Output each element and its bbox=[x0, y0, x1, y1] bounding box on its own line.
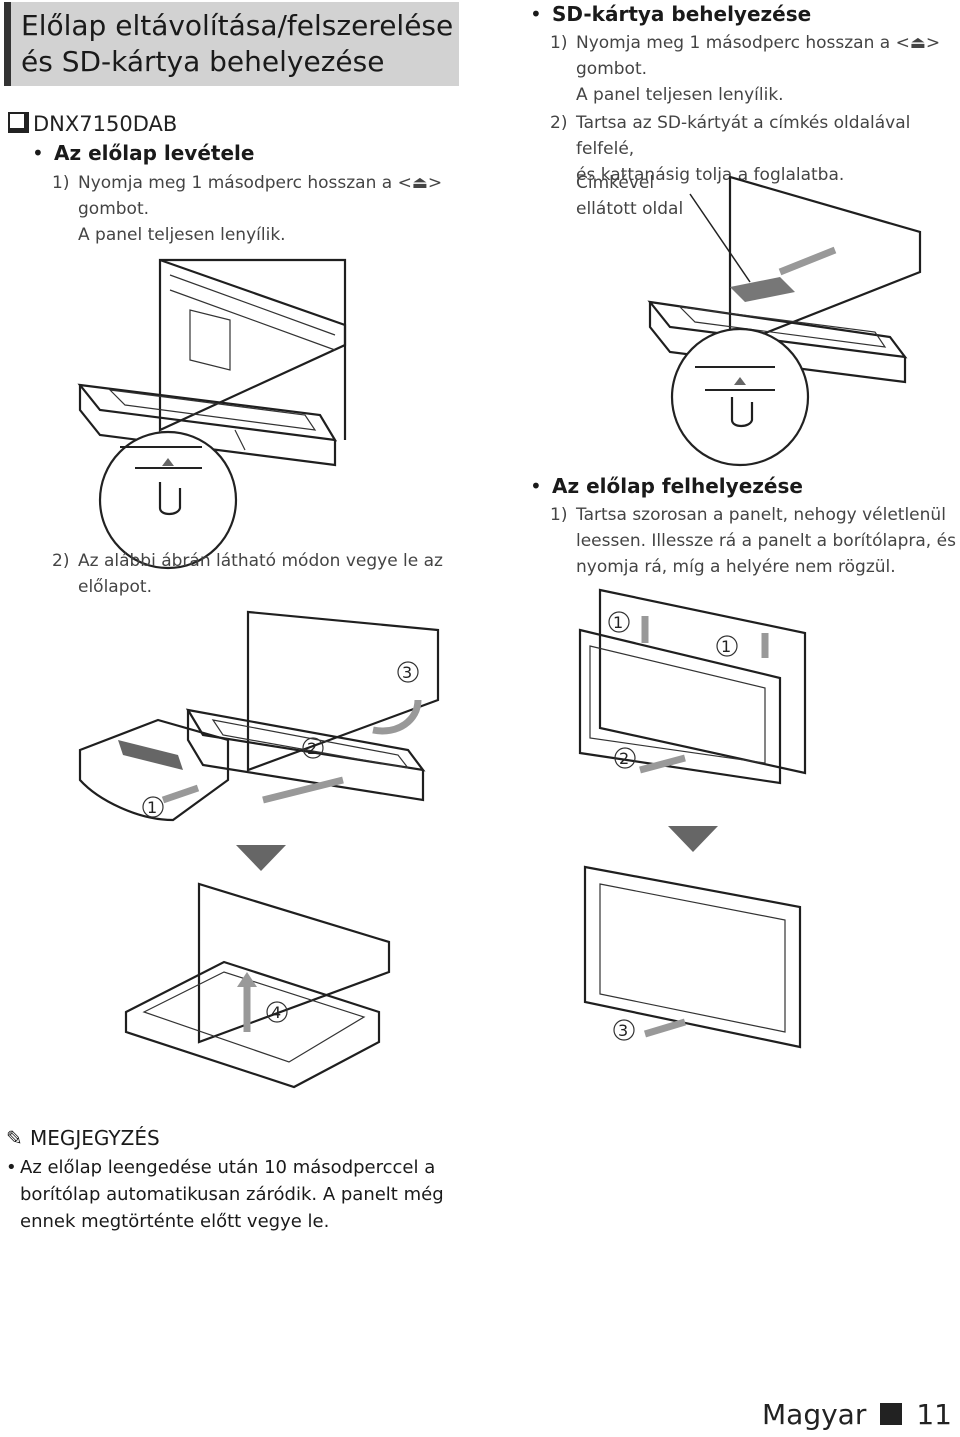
remove-step1-line3: A panel teljesen lenyílik. bbox=[78, 225, 286, 245]
marker-1b: 1 bbox=[721, 637, 731, 656]
remove-step2: 2) Az alábbi ábrán látható módon vegye l… bbox=[52, 548, 458, 600]
sd-step1-num: 1) bbox=[550, 33, 568, 53]
remove-step1: 1) Nyomja meg 1 másodperc hosszan a <⏏> … bbox=[52, 170, 458, 248]
footer-square-icon bbox=[880, 1403, 903, 1425]
remove-step2-line2: előlapot. bbox=[78, 577, 152, 597]
callout-line2: ellátott oldal bbox=[576, 199, 684, 219]
marker-1a: 1 bbox=[613, 613, 623, 632]
sd-step2: 2) Tartsa az SD-kártyát a címkés oldaláv… bbox=[550, 110, 960, 188]
note-line1: Az előlap leengedése után 10 másodpercce… bbox=[20, 1157, 436, 1178]
sd-step1-line2: gombot. bbox=[576, 59, 648, 79]
page-title: Előlap eltávolítása/felszerelése és SD-k… bbox=[4, 2, 459, 86]
attach-step1-line1: Tartsa szorosan a panelt, nehogy véletle… bbox=[576, 505, 946, 525]
figure-panel-removed: 4 bbox=[124, 882, 391, 1089]
remove-step1-line2: gombot. bbox=[78, 199, 150, 219]
remove-heading: Az előlap levétele bbox=[32, 141, 255, 165]
figure-panel-attached: 3 bbox=[583, 865, 802, 1049]
remove-step1-line1: Nyomja meg 1 másodperc hosszan a <⏏> bbox=[78, 173, 443, 193]
pencil-icon: ✎ bbox=[6, 1126, 23, 1150]
page-number: 11 bbox=[916, 1398, 952, 1431]
footer-language: Magyar bbox=[762, 1398, 867, 1431]
model-heading: DNX7150DAB bbox=[8, 112, 177, 136]
sd-step2-num: 2) bbox=[550, 113, 568, 133]
note-body: • Az előlap leengedése után 10 másodperc… bbox=[6, 1154, 460, 1235]
note-heading: ✎ MEGJEGYZÉS bbox=[6, 1126, 160, 1150]
attach-step1-num: 1) bbox=[550, 505, 568, 525]
figure-panel-open-left bbox=[77, 258, 347, 570]
marker-3: 3 bbox=[402, 663, 412, 682]
down-arrow-icon-2 bbox=[668, 826, 718, 852]
figure-panel-remove: 1 2 3 bbox=[78, 610, 440, 822]
label-side-callout: Címkével ellátott oldal bbox=[576, 170, 683, 222]
sd-step2-line2: és kattanásig tolja a foglalatba. bbox=[576, 165, 845, 185]
sd-step1-line1: Nyomja meg 1 másodperc hosszan a <⏏> bbox=[576, 33, 941, 53]
note-title: MEGJEGYZÉS bbox=[30, 1126, 160, 1150]
remove-step1-num: 1) bbox=[52, 173, 70, 193]
sd-step2-line1: Tartsa az SD-kártyát a címkés oldalával … bbox=[576, 113, 911, 159]
marker-2b: 2 bbox=[619, 749, 629, 768]
remove-step2-num: 2) bbox=[52, 551, 70, 571]
model-name: DNX7150DAB bbox=[33, 112, 178, 136]
marker-4: 4 bbox=[271, 1003, 281, 1022]
note-line2: borítólap automatikusan záródik. A panel… bbox=[20, 1184, 444, 1205]
sd-step1-line3: A panel teljesen lenyílik. bbox=[576, 85, 784, 105]
sd-step1: 1) Nyomja meg 1 másodperc hosszan a <⏏> … bbox=[550, 30, 956, 108]
callout-line1: Címkével bbox=[576, 173, 655, 193]
attach-heading: Az előlap felhelyezése bbox=[530, 474, 803, 498]
remove-step2-line1: Az alábbi ábrán látható módon vegye le a… bbox=[78, 551, 443, 571]
figure-panel-attach: 1 1 2 bbox=[578, 588, 807, 785]
marker-1: 1 bbox=[147, 798, 157, 817]
down-arrow-icon bbox=[236, 845, 286, 871]
page-title-line1: Előlap eltávolítása/felszerelése bbox=[21, 9, 454, 42]
marker-3b: 3 bbox=[618, 1021, 628, 1040]
note-line3: ennek megtörténte előtt vegye le. bbox=[20, 1211, 330, 1232]
figure-sd-card bbox=[647, 175, 922, 467]
model-marker-icon bbox=[8, 112, 29, 133]
sd-heading: SD-kártya behelyezése bbox=[530, 2, 811, 26]
attach-step1: 1) Tartsa szorosan a panelt, nehogy véle… bbox=[550, 502, 960, 580]
page-title-line2: és SD-kártya behelyezése bbox=[21, 45, 385, 78]
marker-2: 2 bbox=[307, 739, 317, 758]
attach-step1-line3: nyomja rá, míg a helyére nem rögzül. bbox=[576, 557, 896, 577]
attach-step1-line2: leessen. Illessze rá a panelt a borítóla… bbox=[576, 531, 956, 551]
page-footer: Magyar 11 bbox=[762, 1398, 952, 1431]
